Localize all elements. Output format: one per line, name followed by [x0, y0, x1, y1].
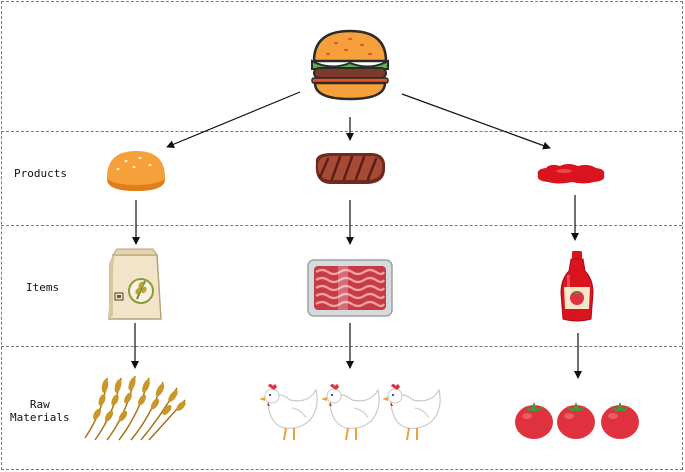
row-divider-products	[1, 131, 682, 132]
ketchup-bottle-icon	[560, 251, 594, 322]
row-label-items: Items	[26, 281, 60, 294]
bun-icon	[106, 151, 166, 191]
tomato-icon	[515, 402, 639, 439]
ground-meat-tray-icon	[307, 259, 393, 317]
wheat-icon	[84, 375, 186, 441]
chicken-icon	[259, 384, 441, 441]
row-divider-raw-materials	[1, 346, 682, 347]
arrows	[131, 91, 582, 379]
row-label-raw-materials: Raw Materials	[10, 398, 70, 424]
row-label-products: Products	[14, 167, 67, 180]
steak-patty-icon	[315, 153, 386, 184]
burger-icon	[311, 29, 389, 101]
arrow-burger-to-ketchup	[401, 93, 551, 150]
arrow-burger-to-bun	[166, 91, 301, 149]
ketchup-splash-icon	[537, 164, 605, 184]
flour-bag-icon	[108, 248, 162, 320]
row-divider-items	[1, 225, 682, 226]
